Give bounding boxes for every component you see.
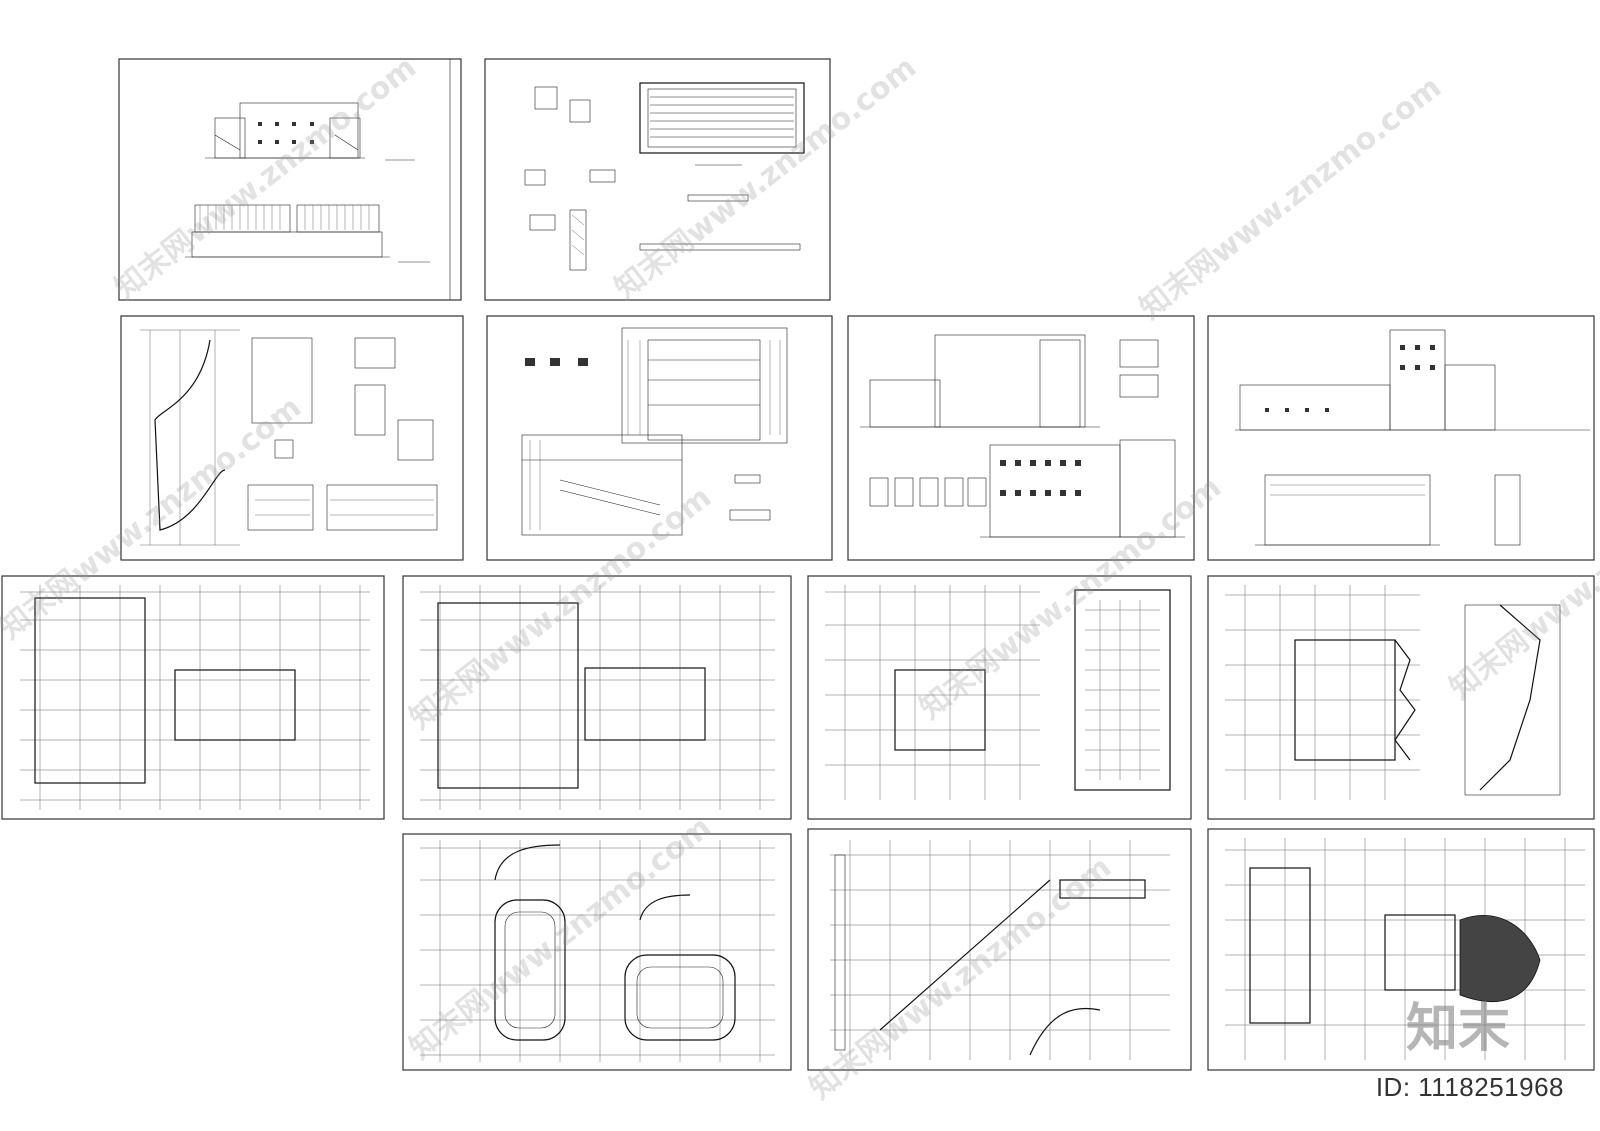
stair-details-sheet[interactable] [120,315,464,561]
plan-level-3-sheet[interactable] [807,575,1192,820]
sections-sheet[interactable] [486,315,833,561]
image-id-label: ID: 1118251968 [1375,1072,1564,1102]
pool-details-sheet[interactable] [484,58,831,301]
side-elevation-sheet[interactable] [1207,315,1595,561]
elevations-sheet[interactable] [118,58,462,301]
ground-floor-plan-sheet[interactable] [807,828,1192,1071]
plan-level-4-sheet[interactable] [1207,575,1595,820]
basement-parking-plan-sheet[interactable] [402,833,792,1071]
plan-level-2-sheet[interactable] [402,575,792,820]
site-logo: 知末 [1405,999,1510,1059]
plan-level-1-sheet[interactable] [1,575,385,820]
elevation-windows-sheet[interactable] [847,315,1195,561]
watermark-text: 知末网www.znzmo.com [1133,70,1448,327]
auditorium-plan-sheet[interactable] [1207,828,1595,1071]
